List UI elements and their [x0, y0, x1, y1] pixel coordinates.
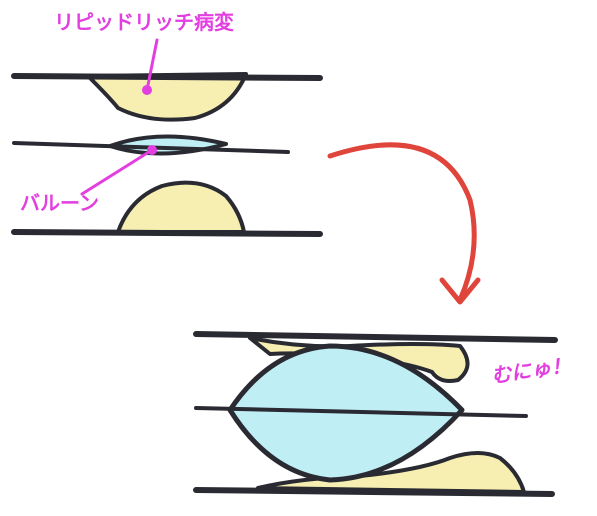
- before-bottom-wall: [11, 229, 323, 237]
- plaque-label: リピッドリッチ病変: [54, 10, 234, 34]
- plaque-pointer-line: [145, 38, 159, 92]
- balloon-pointer-dot: [147, 145, 157, 155]
- balloon-label: バルーン: [20, 191, 99, 215]
- transition-arrow: [327, 142, 477, 303]
- plaque-pointer-dot: [142, 85, 152, 95]
- transition-arrowhead: [439, 277, 481, 305]
- before-top-plaque: [86, 72, 248, 122]
- before-top-wall: [11, 73, 323, 81]
- after-guidewire: [194, 406, 528, 418]
- after-top-wall: [193, 331, 558, 343]
- after-bottom-wall: [193, 487, 555, 497]
- balloon-pointer-line: [80, 148, 154, 196]
- before-bottom-plaque: [116, 180, 246, 234]
